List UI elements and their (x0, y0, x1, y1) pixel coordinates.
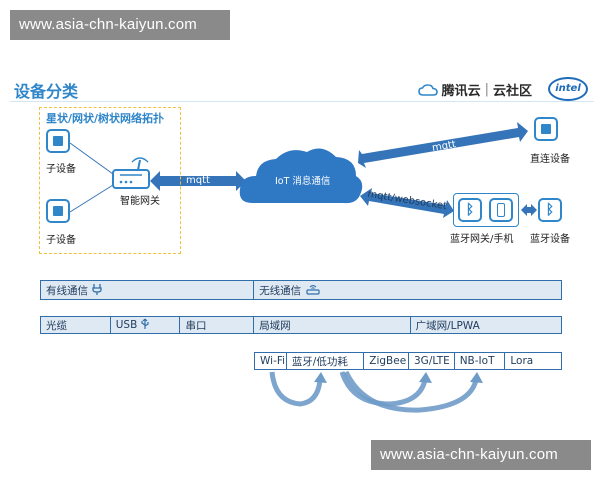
link-subdevice-2-gateway (69, 184, 114, 213)
curve-arrow-wifi-bt (269, 371, 323, 407)
medium-bar: 光缆 USB 串口 局域网 广域网/LPWA (40, 316, 562, 334)
protocol-nbiot: NB-IoT (455, 353, 506, 369)
topology-label: 星状/网状/树状网络拓扑 (46, 112, 165, 125)
curve-arrow-bt-lte (339, 371, 428, 407)
bt-device-label: 蓝牙设备 (530, 234, 570, 245)
protocol-wifi: Wi-Fi (255, 353, 287, 369)
router-icon (112, 157, 150, 189)
arrow-cloud-direct (358, 122, 528, 168)
arrow-gateway-cloud (150, 171, 246, 191)
wireless-icon (305, 283, 321, 298)
medium-wan: 广域网/LPWA (415, 319, 480, 332)
intel-logo: intel (548, 77, 588, 101)
arrow-bt-gateway-device (521, 204, 537, 216)
topology-group-box (39, 107, 181, 254)
wired-cell: 有线通信 (41, 281, 255, 299)
brand-tencent-text: 腾讯云 (441, 84, 481, 99)
wireless-cell: 无线通信 (254, 281, 561, 299)
wireless-label: 无线通信 (259, 284, 302, 297)
link-label-gateway-cloud: mqtt (186, 175, 210, 186)
phone-icon (489, 198, 513, 222)
chip-icon (46, 199, 70, 223)
medium-fiber: 光缆 (41, 317, 111, 333)
bt-gateway-label: 蓝牙网关/手机 (450, 234, 514, 245)
brand-community-text: 云社区 (492, 84, 532, 99)
protocol-bar: Wi-Fi 蓝牙/低功耗 ZigBee 3G/LTE NB-IoT Lora (254, 352, 562, 370)
tencent-cloud-logo: 腾讯云 | 云社区 (417, 80, 532, 99)
brand-separator: | (484, 82, 489, 97)
link-subdevice-1-gateway (69, 142, 114, 175)
cloud-label: IoT 消息通信 (275, 176, 331, 187)
protocol-lora: Lora (510, 355, 534, 367)
bluetooth-icon: ᛒ (538, 198, 562, 222)
communication-type-bar: 有线通信 无线通信 (40, 280, 562, 300)
chip-icon (46, 129, 70, 153)
usb-icon (140, 317, 150, 333)
protocol-lte: 3G/LTE (409, 353, 455, 369)
chip-icon (534, 117, 558, 141)
sub-device-2-label: 子设备 (46, 235, 76, 246)
gateway-label: 智能网关 (120, 196, 160, 207)
medium-usb-cell: USB (111, 317, 181, 333)
medium-lan: 局域网 (254, 317, 411, 333)
bt-gateway-group (453, 193, 519, 227)
direct-device-label: 直连设备 (530, 154, 570, 165)
slide-title: 设备分类 (14, 82, 79, 101)
tencent-cloud-icon (417, 83, 438, 96)
curve-arrow-bt-nbiot (343, 370, 479, 413)
watermark-top: www.asia-chn-kaiyun.com (10, 10, 230, 40)
arrow-cloud-bt (360, 188, 454, 218)
medium-usb: USB (115, 319, 138, 331)
medium-serial: 串口 (180, 317, 255, 333)
sub-device-1-label: 子设备 (46, 164, 76, 175)
watermark-bottom: www.asia-chn-kaiyun.com (371, 440, 591, 470)
protocol-zigbee: ZigBee (364, 353, 409, 369)
protocol-bluetooth: 蓝牙/低功耗 (287, 353, 365, 369)
wired-label: 有线通信 (46, 284, 88, 297)
bluetooth-icon: ᛒ (458, 198, 482, 222)
cloud-icon (239, 148, 363, 204)
plug-icon (92, 283, 102, 298)
title-divider (10, 101, 594, 102)
